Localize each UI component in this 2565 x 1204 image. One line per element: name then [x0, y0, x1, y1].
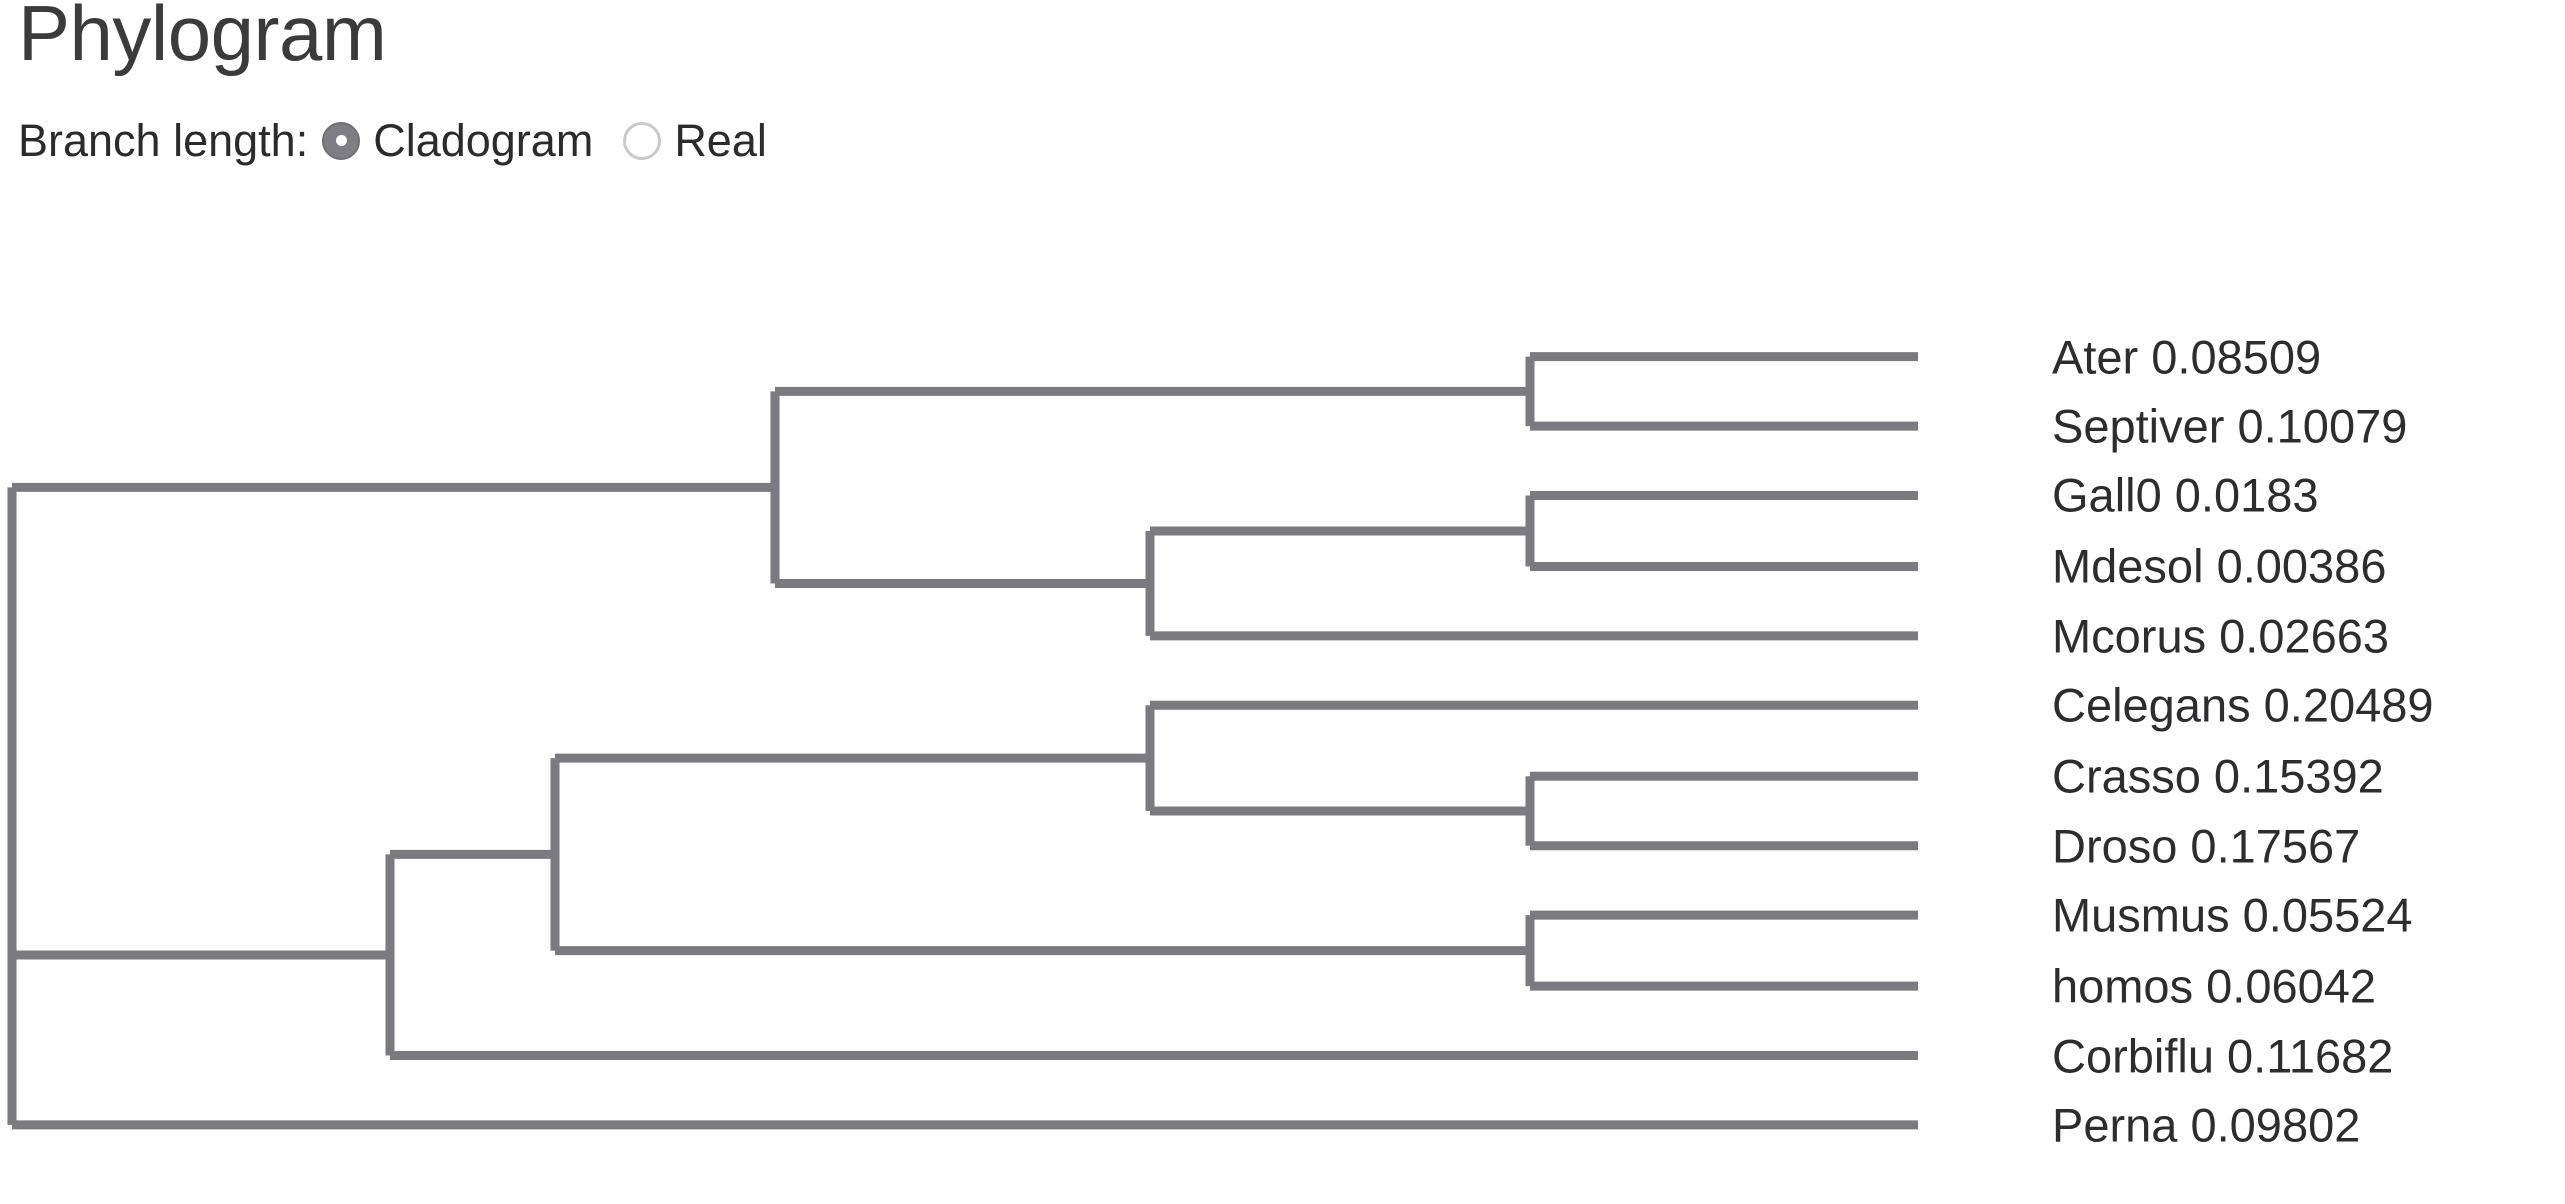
radio-option-cladogram[interactable]: Cladogram — [322, 118, 593, 163]
leaf-label: Gall0 0.0183 — [2052, 468, 2319, 522]
leaf-label: Ater 0.08509 — [2052, 330, 2322, 384]
branch-length-controls: Branch length: Cladogram Real — [18, 118, 797, 163]
branch-length-radio-group[interactable]: Cladogram Real — [322, 118, 797, 163]
leaf-label: Crasso 0.15392 — [2052, 749, 2384, 803]
leaf-label: Perna 0.09802 — [2052, 1098, 2361, 1152]
page-title: Phylogram — [18, 0, 387, 77]
branch-length-label: Branch length: — [18, 115, 309, 166]
leaf-label: Mcorus 0.02663 — [2052, 609, 2390, 663]
leaf-label: Celegans 0.20489 — [2052, 678, 2434, 732]
leaf-label: Mdesol 0.00386 — [2052, 539, 2387, 593]
leaf-label: Musmus 0.05524 — [2052, 888, 2413, 942]
tree-branches — [7, 352, 1918, 1130]
leaf-label: Droso 0.17567 — [2052, 819, 2361, 873]
radio-label-cladogram: Cladogram — [373, 115, 594, 166]
leaf-label: homos 0.06042 — [2052, 959, 2377, 1013]
radio-option-real[interactable]: Real — [623, 118, 767, 163]
radio-selected-icon[interactable] — [322, 121, 361, 160]
leaf-label: Septiver 0.10079 — [2052, 399, 2408, 453]
radio-label-real: Real — [674, 115, 767, 166]
leaf-label: Corbiflu 0.11682 — [2052, 1029, 2394, 1083]
radio-unselected-icon[interactable] — [623, 121, 662, 160]
